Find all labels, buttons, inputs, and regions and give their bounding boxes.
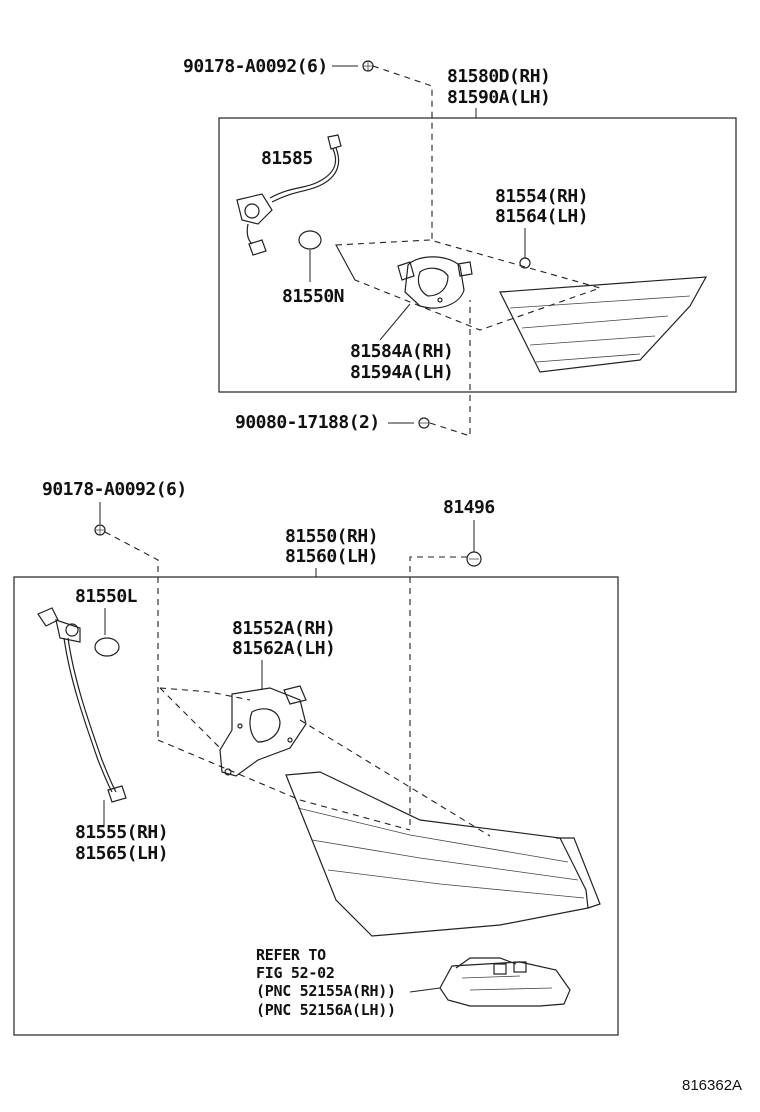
- upper-bracket-label-rh[interactable]: 81584A(RH): [350, 341, 454, 362]
- lower-bracket-label-lh[interactable]: 81562A(LH): [232, 638, 336, 659]
- bulb-icon: [94, 637, 120, 657]
- bracket-icon: [219, 685, 307, 777]
- rear-lamp-lens-icon: [285, 771, 601, 937]
- socket-wire-icon: [236, 134, 342, 256]
- lower-section: 90178-A0092(6) 81496 81550(RH) 81560(LH)…: [13, 479, 619, 1036]
- upper-clip-label-lh[interactable]: 81564(LH): [495, 206, 589, 227]
- lower-socket-label-lh[interactable]: 81565(LH): [75, 843, 169, 864]
- upper-nut-label[interactable]: 90080-17188(2): [235, 412, 380, 433]
- lower-assembly-label-lh[interactable]: 81560(LH): [285, 546, 379, 567]
- upper-clip-label-rh[interactable]: 81554(RH): [495, 186, 589, 207]
- bracket-icon: [397, 256, 473, 309]
- screw-icon: [94, 524, 106, 536]
- clip-icon: [466, 551, 482, 567]
- refer-note-leader: [409, 987, 441, 993]
- lower-lamp-dash-bottom: [157, 739, 411, 831]
- upper-lamp-outline-dash: [335, 239, 602, 331]
- upper-nut-dash: [429, 300, 471, 437]
- lower-assembly-label-rh[interactable]: 81550(RH): [285, 526, 379, 547]
- screw-icon: [362, 60, 374, 72]
- lamp-unit-icon: [439, 957, 571, 1007]
- upper-section: 90178-A0092(6) 81580D(RH) 81590A(LH) 815…: [183, 56, 737, 437]
- lower-bulb-label[interactable]: 81550L: [75, 586, 138, 607]
- upper-assembly-label-lh[interactable]: 81590A(LH): [447, 87, 551, 108]
- nut-icon: [418, 417, 430, 429]
- refer-note-line2[interactable]: FIG 52-02: [256, 964, 335, 982]
- socket-wire-icon: [37, 607, 127, 803]
- refer-note-line1: REFER TO: [256, 946, 326, 964]
- lower-clip-label[interactable]: 81496: [443, 497, 495, 518]
- bulb-icon: [298, 230, 322, 250]
- refer-note-line3[interactable]: (PNC 52155A(RH)): [256, 982, 396, 1000]
- clip-icon: [519, 257, 531, 269]
- lower-bracket-label-rh[interactable]: 81552A(RH): [232, 618, 336, 639]
- rear-lamp-lens-icon: [499, 276, 708, 373]
- lower-screw-dash: [104, 531, 159, 740]
- lower-socket-label-rh[interactable]: 81555(RH): [75, 822, 169, 843]
- lower-lamp-dash-top: [159, 687, 251, 701]
- upper-assembly-label-rh[interactable]: 81580D(RH): [447, 66, 551, 87]
- upper-bracket-leader: [379, 303, 411, 341]
- upper-bracket-label-lh[interactable]: 81594A(LH): [350, 362, 454, 383]
- upper-socket-label[interactable]: 81585: [261, 148, 313, 169]
- figure-code: 816362A: [682, 1077, 742, 1094]
- upper-screw-label[interactable]: 90178-A0092(6): [183, 56, 328, 77]
- lower-clip-dash: [409, 556, 467, 830]
- upper-bulb-label[interactable]: 81550N: [282, 286, 345, 307]
- refer-note-line4[interactable]: (PNC 52156A(LH)): [256, 1001, 396, 1019]
- lower-screw-label[interactable]: 90178-A0092(6): [42, 479, 187, 500]
- upper-screw-dash: [372, 65, 433, 240]
- upper-assembly-box: [218, 117, 737, 393]
